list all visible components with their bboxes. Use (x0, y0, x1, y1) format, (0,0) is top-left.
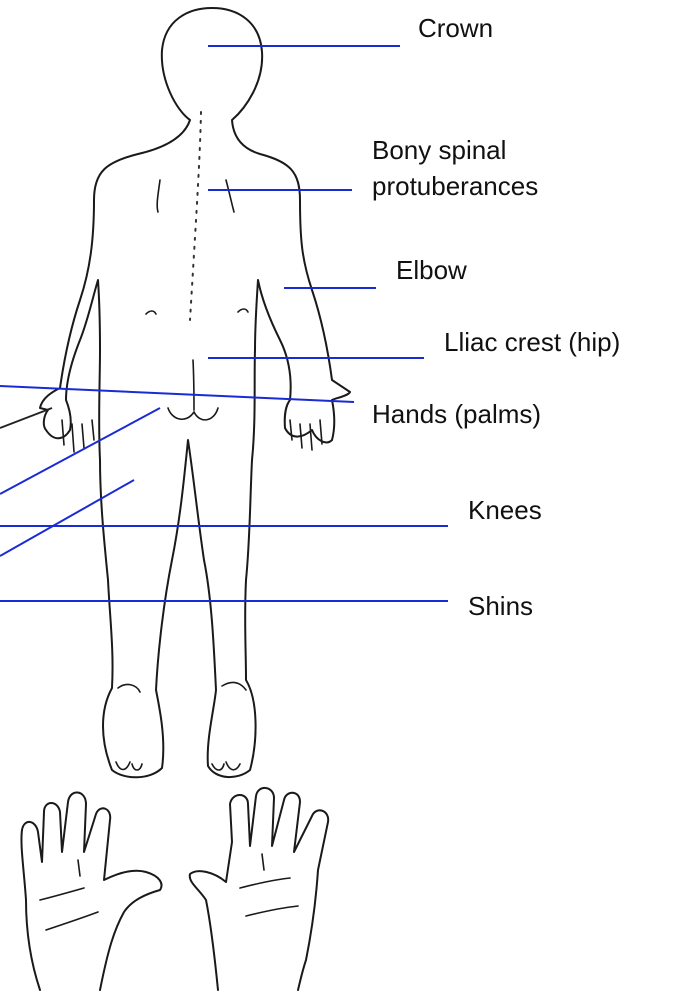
hands-leader (0, 386, 354, 402)
buttock-leader (0, 408, 160, 494)
label-spinal-line2: protuberances (372, 168, 538, 204)
body-outline (40, 8, 350, 777)
right-palm-outline (190, 788, 328, 990)
left-scapula-line (157, 180, 160, 212)
left-toes (116, 762, 142, 770)
label-elbow: Elbow (396, 252, 467, 288)
left-hand-fingers (62, 420, 94, 452)
lower-back-mark-left (146, 311, 156, 314)
thigh-leader (0, 480, 134, 556)
body-figure (40, 8, 350, 777)
leader-lines (0, 46, 448, 601)
right-scapula-line (226, 180, 234, 212)
label-knees: Knees (468, 492, 542, 528)
left-palm-creases (40, 860, 98, 930)
spine-dotted-line (190, 112, 201, 320)
label-iliac-crest: Lliac crest (hip) (444, 324, 620, 360)
right-palm-creases (240, 854, 298, 916)
right-toes (212, 762, 240, 770)
lower-back-mark-right (238, 309, 248, 312)
label-hands: Hands (palms) (372, 396, 541, 432)
left-palm-outline (21, 792, 161, 990)
label-crown: Crown (418, 10, 493, 46)
label-shins: Shins (468, 588, 533, 624)
palm-detail-hands (21, 788, 328, 990)
right-heel-line (222, 683, 246, 690)
left-heel-line (118, 685, 140, 692)
buttocks-line (168, 408, 218, 420)
label-spinal-line1: Bony spinal (372, 132, 506, 168)
gluteal-cleft (193, 360, 194, 410)
